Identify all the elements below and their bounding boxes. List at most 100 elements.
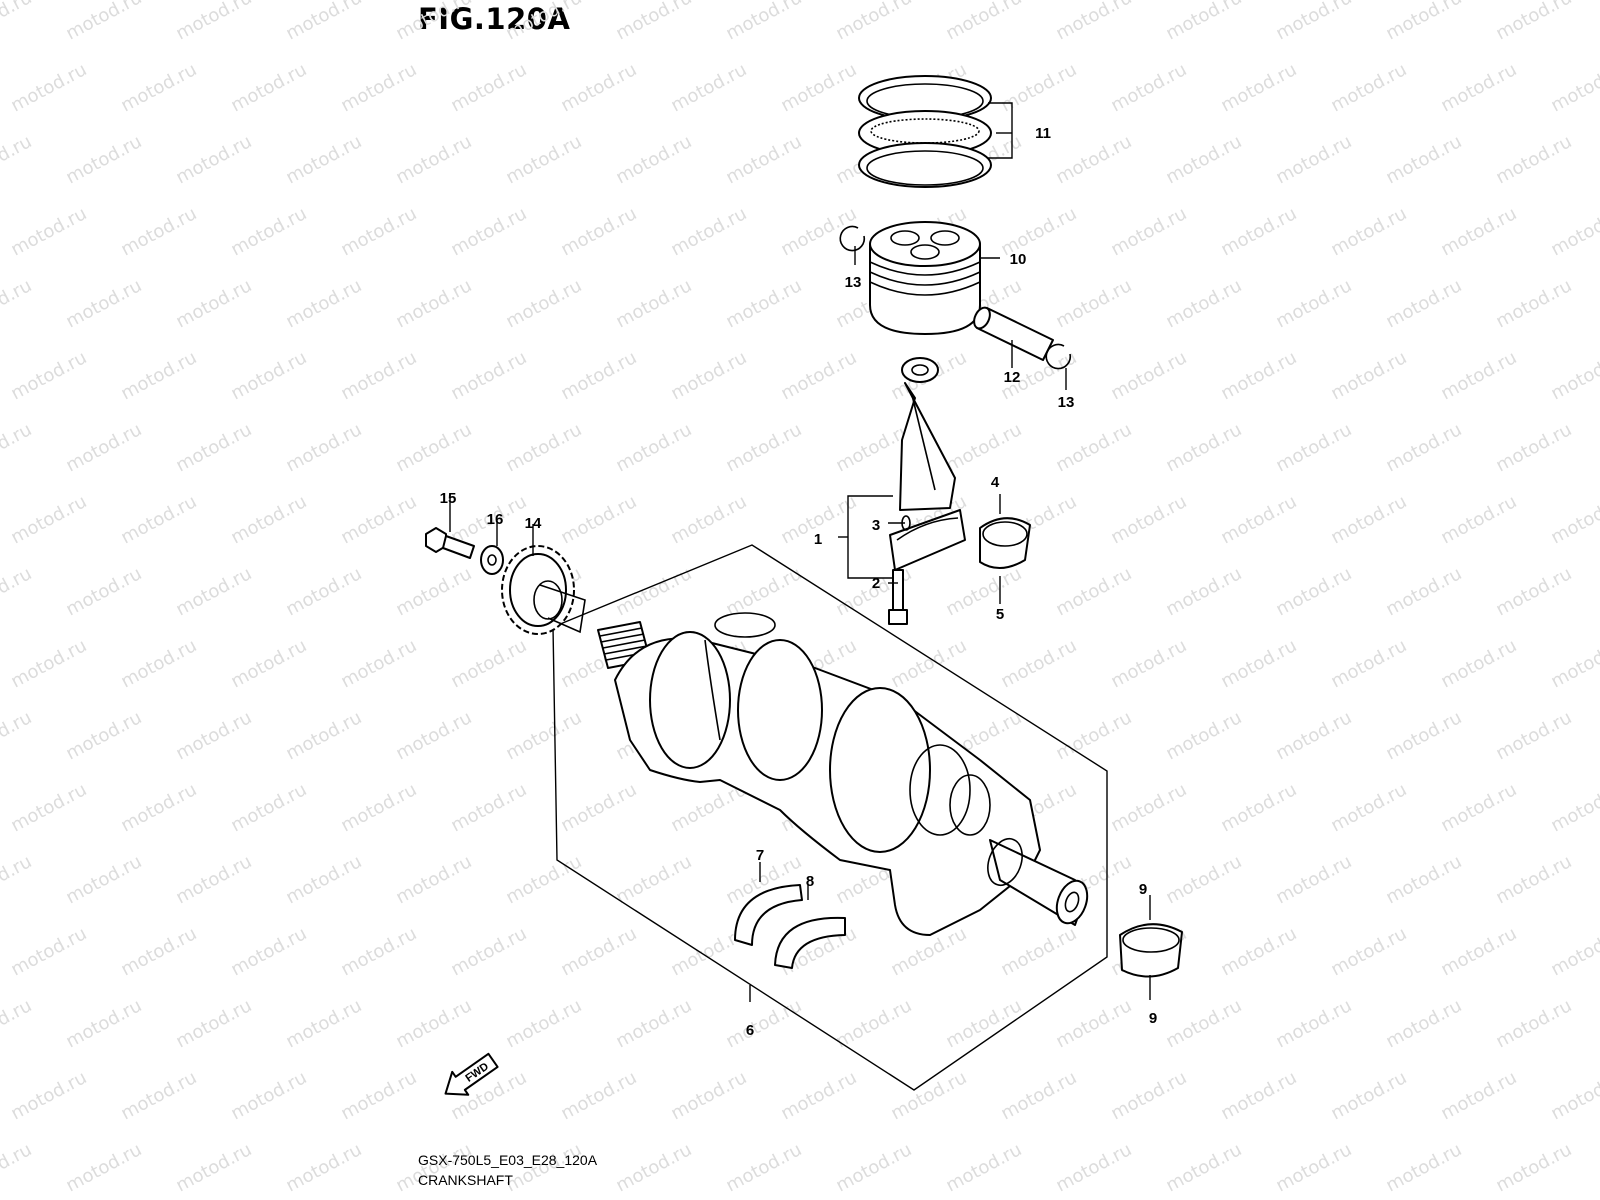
watermark-text: motod.ru	[337, 203, 420, 260]
crankpin-bearing[interactable]	[979, 517, 1031, 569]
rod-bolt[interactable]	[888, 569, 908, 625]
watermark-text: motod.ru	[7, 59, 90, 116]
watermark-text: motod.ru	[1327, 923, 1410, 980]
circlip-right[interactable]	[1045, 343, 1072, 370]
watermark-text: motod.ru	[62, 0, 145, 44]
watermark-text: motod.ru	[1052, 0, 1135, 44]
thrust-bearing-8[interactable]	[774, 916, 846, 969]
watermark-text: motod.ru	[1382, 0, 1465, 44]
watermark-text: motod.ru	[1272, 131, 1355, 188]
piston[interactable]	[869, 221, 981, 335]
callout-2: 2	[872, 575, 880, 592]
watermark-text: motod.ru	[62, 995, 145, 1052]
watermark-text: motod.ru	[1052, 419, 1135, 476]
callout-3: 3	[872, 517, 880, 534]
watermark-text: motod.ru	[447, 59, 530, 116]
watermark-text: motod.ru	[612, 419, 695, 476]
watermark-text: motod.ru	[502, 419, 585, 476]
watermark-text: motod.ru	[1272, 563, 1355, 620]
connecting-rod[interactable]	[899, 357, 956, 511]
watermark-text: motod.ru	[667, 59, 750, 116]
watermark-text: motod.ru	[557, 203, 640, 260]
watermark-text: motod.ru	[997, 1067, 1080, 1124]
watermark-text: motod.ru	[997, 923, 1080, 980]
watermark-text: motod.ru	[502, 995, 585, 1052]
watermark-text: motod.ru	[722, 275, 805, 332]
watermark-text: motod.ru	[887, 1067, 970, 1124]
watermark-text: motod.ru	[1107, 59, 1190, 116]
crankshaft-assembly-box	[552, 544, 1108, 1091]
watermark-text: motod.ru	[172, 851, 255, 908]
leader-lines	[449, 102, 1151, 1002]
watermark-text: motod.ru	[502, 131, 585, 188]
callout-15: 15	[440, 490, 457, 507]
watermark-text: motod.ru	[1327, 203, 1410, 260]
crankshaft[interactable]	[597, 612, 1093, 936]
watermark-text: motod.ru	[722, 419, 805, 476]
watermark-text: motod.ru	[0, 131, 35, 188]
watermark-text: motod.ru	[337, 491, 420, 548]
watermark-text: motod.ru	[1382, 995, 1465, 1052]
callout-13-left: 13	[845, 274, 862, 291]
circlip-left[interactable]	[839, 225, 866, 252]
watermark-text: motod.ru	[1107, 1067, 1190, 1124]
watermark-text: motod.ru	[612, 563, 695, 620]
watermark-text: motod.ru	[447, 635, 530, 692]
watermark-text: motod.ru	[227, 203, 310, 260]
watermark-text: motod.ru	[1327, 59, 1410, 116]
watermark-text: motod.ru	[0, 1139, 35, 1196]
watermark-text: motod.ru	[117, 923, 200, 980]
watermark-text: motod.ru	[282, 0, 365, 44]
rod-cap[interactable]	[889, 509, 966, 571]
figure-name: CRANKSHAFT	[418, 1172, 513, 1188]
watermark-text: motod.ru	[62, 131, 145, 188]
watermark-text: motod.ru	[62, 1139, 145, 1196]
watermark-text: motod.ru	[392, 275, 475, 332]
watermark-text: motod.ru	[612, 131, 695, 188]
watermark-text: motod.ru	[1382, 563, 1465, 620]
watermark-text: motod.ru	[1272, 995, 1355, 1052]
watermark-text: motod.ru	[7, 1067, 90, 1124]
watermark-text: motod.ru	[0, 563, 35, 620]
thrust-bearing-7[interactable]	[734, 884, 803, 946]
watermark-text: motod.ru	[282, 419, 365, 476]
watermark-text: motod.ru	[1272, 1139, 1355, 1196]
gear-bolt[interactable]	[425, 527, 475, 559]
piston-rings[interactable]	[858, 75, 992, 188]
watermark-text: motod.ru	[667, 203, 750, 260]
watermark-text: motod.ru	[1382, 707, 1465, 764]
watermark-text: motod.ru	[1272, 0, 1355, 44]
watermark-text: motod.ru	[1107, 779, 1190, 836]
watermark-text: motod.ru	[1492, 0, 1575, 44]
watermark-text: motod.ru	[1217, 1067, 1300, 1124]
watermark-text: motod.ru	[117, 347, 200, 404]
watermark-text: motod.ru	[1052, 1139, 1135, 1196]
watermark-text: motod.ru	[1052, 275, 1135, 332]
watermark-text: motod.ru	[337, 779, 420, 836]
watermark-text: motod.ru	[1052, 995, 1135, 1052]
washer[interactable]	[480, 545, 504, 575]
watermark-text: motod.ru	[392, 563, 475, 620]
watermark-text: motod.ru	[1272, 275, 1355, 332]
watermark-text: motod.ru	[557, 59, 640, 116]
figure-code: GSX-750L5_E03_E28_120A	[418, 1152, 598, 1168]
watermark-text: motod.ru	[942, 563, 1025, 620]
watermark-text: motod.ru	[1107, 635, 1190, 692]
watermark-text: motod.ru	[1547, 203, 1600, 260]
watermark-text: motod.ru	[282, 563, 365, 620]
piston-pin[interactable]	[971, 305, 1054, 361]
watermark-text: motod.ru	[1162, 707, 1245, 764]
watermark-text: motod.ru	[612, 851, 695, 908]
main-bearing[interactable]	[1119, 923, 1183, 978]
watermark-text: motod.ru	[1382, 1139, 1465, 1196]
watermark-text: motod.ru	[1107, 203, 1190, 260]
watermark-text: motod.ru	[392, 851, 475, 908]
watermark-text: motod.ru	[777, 1067, 860, 1124]
watermark-text: motod.ru	[172, 707, 255, 764]
watermark-text: motod.ru	[1162, 419, 1245, 476]
watermark-text: motod.ru	[392, 419, 475, 476]
watermark-text: motod.ru	[282, 851, 365, 908]
sprocket-gear[interactable]	[501, 545, 586, 635]
watermark-text: motod.ru	[117, 491, 200, 548]
watermark-text: motod.ru	[117, 203, 200, 260]
